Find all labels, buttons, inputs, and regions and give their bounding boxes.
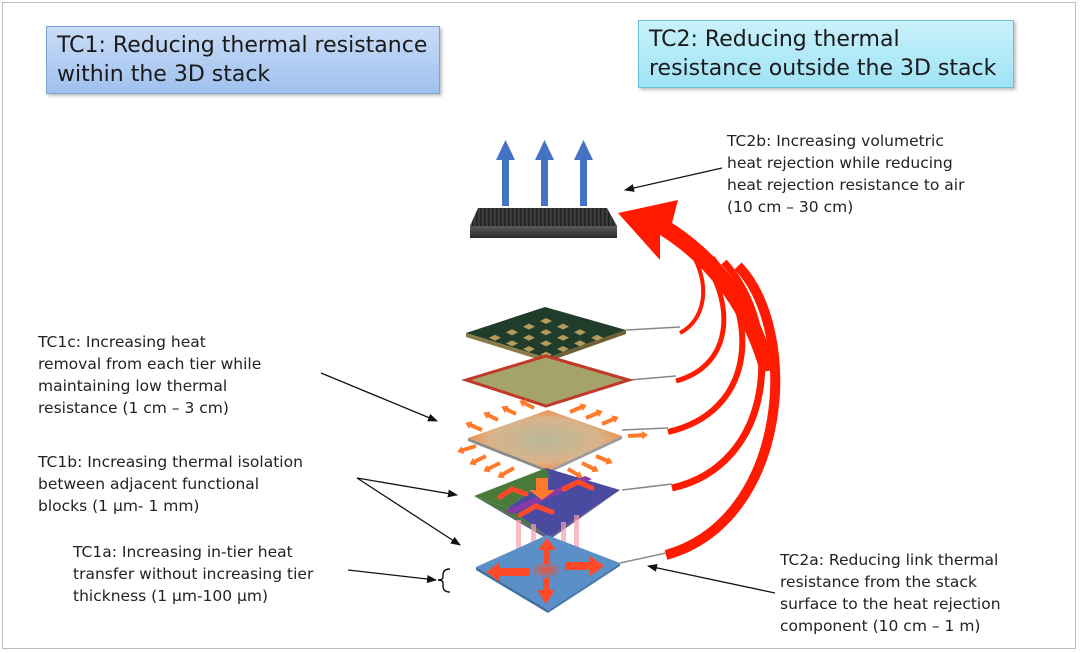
callout-tc2b bbox=[624, 167, 723, 192]
spread-arrowhead bbox=[641, 430, 648, 440]
callout-tc1c bbox=[320, 372, 438, 422]
chip-pad bbox=[489, 334, 501, 341]
chip-pad bbox=[557, 346, 569, 352]
heat-path-tier-4 bbox=[671, 259, 766, 492]
chip-pad bbox=[523, 334, 535, 341]
chip-pad bbox=[506, 340, 518, 347]
spread-arrowhead bbox=[605, 456, 613, 465]
chip-pad bbox=[574, 329, 586, 336]
heat-path-tier-base bbox=[664, 262, 781, 560]
tc2-title-box: TC2: Reducing thermal resistance outside… bbox=[638, 20, 1014, 88]
chip-pad bbox=[523, 346, 535, 352]
spread-arrowhead bbox=[575, 470, 583, 479]
tier-links bbox=[619, 326, 681, 564]
heat-spreader-icon bbox=[468, 410, 622, 473]
tc1c-annotation: TC1c: Increasing heat removal from each … bbox=[38, 333, 262, 417]
airflow-arrow-icon bbox=[535, 140, 554, 206]
tc2-title: TC2: Reducing thermal resistance outside… bbox=[649, 27, 997, 81]
spread-arrowhead bbox=[579, 403, 587, 412]
callout-tc1a bbox=[347, 569, 437, 583]
airflow-arrows bbox=[496, 140, 593, 206]
tc1-title-box: TC1: Reducing thermal resistance within … bbox=[46, 26, 440, 94]
spread-arrowhead bbox=[497, 470, 505, 479]
heat-rejection-arrow-icon bbox=[618, 200, 775, 372]
callout-tc2a bbox=[647, 563, 776, 594]
chip-pad bbox=[540, 329, 552, 336]
callout-arrows bbox=[320, 167, 776, 594]
tc2a-annotation: TC2a: Reducing link thermal resistance f… bbox=[780, 551, 1001, 635]
heat-path-arrows bbox=[664, 248, 781, 560]
tc2b-annotation: TC2b: Increasing volumetric heat rejecti… bbox=[727, 132, 965, 216]
chip-pads-icon bbox=[466, 307, 626, 362]
chip-pad bbox=[523, 323, 535, 330]
chip-pad bbox=[540, 340, 552, 347]
tc1a-annotation: TC1a: Increasing in-tier heat transfer w… bbox=[73, 543, 314, 605]
spread-arrowhead bbox=[483, 464, 491, 473]
functional-blocks-icon bbox=[474, 468, 620, 540]
spread-arrowhead bbox=[611, 415, 619, 424]
chip-pad bbox=[540, 318, 552, 324]
spread-arrowhead bbox=[483, 411, 491, 420]
spread-arrowhead bbox=[591, 464, 599, 473]
base-tier-icon bbox=[476, 535, 620, 613]
spread-arrowhead bbox=[519, 399, 527, 408]
chip-pad bbox=[506, 329, 518, 336]
airflow-arrow-icon bbox=[574, 140, 593, 206]
tc1b-annotation: TC1b: Increasing thermal isolation betwe… bbox=[38, 453, 303, 515]
tier-plate-icon bbox=[460, 354, 635, 408]
spread-arrowhead bbox=[501, 405, 509, 414]
chip-pad bbox=[574, 340, 586, 347]
spread-arrowhead bbox=[465, 421, 473, 430]
spread-arrows bbox=[457, 399, 648, 479]
spread-arrowhead bbox=[595, 409, 603, 418]
tier-thickness-brace-icon bbox=[437, 568, 451, 593]
airflow-arrow-icon bbox=[496, 140, 515, 206]
callout-tc1b-lower bbox=[356, 477, 461, 546]
chip-pad bbox=[591, 334, 603, 341]
tc1-title: TC1: Reducing thermal resistance within … bbox=[57, 33, 428, 87]
spread-arrowhead bbox=[469, 457, 477, 466]
chip-pad bbox=[557, 323, 569, 330]
callout-tc1b-upper bbox=[356, 477, 458, 498]
chip-pad bbox=[557, 334, 569, 341]
heat-sink-icon bbox=[470, 208, 617, 238]
spread-arrowhead bbox=[457, 446, 465, 455]
